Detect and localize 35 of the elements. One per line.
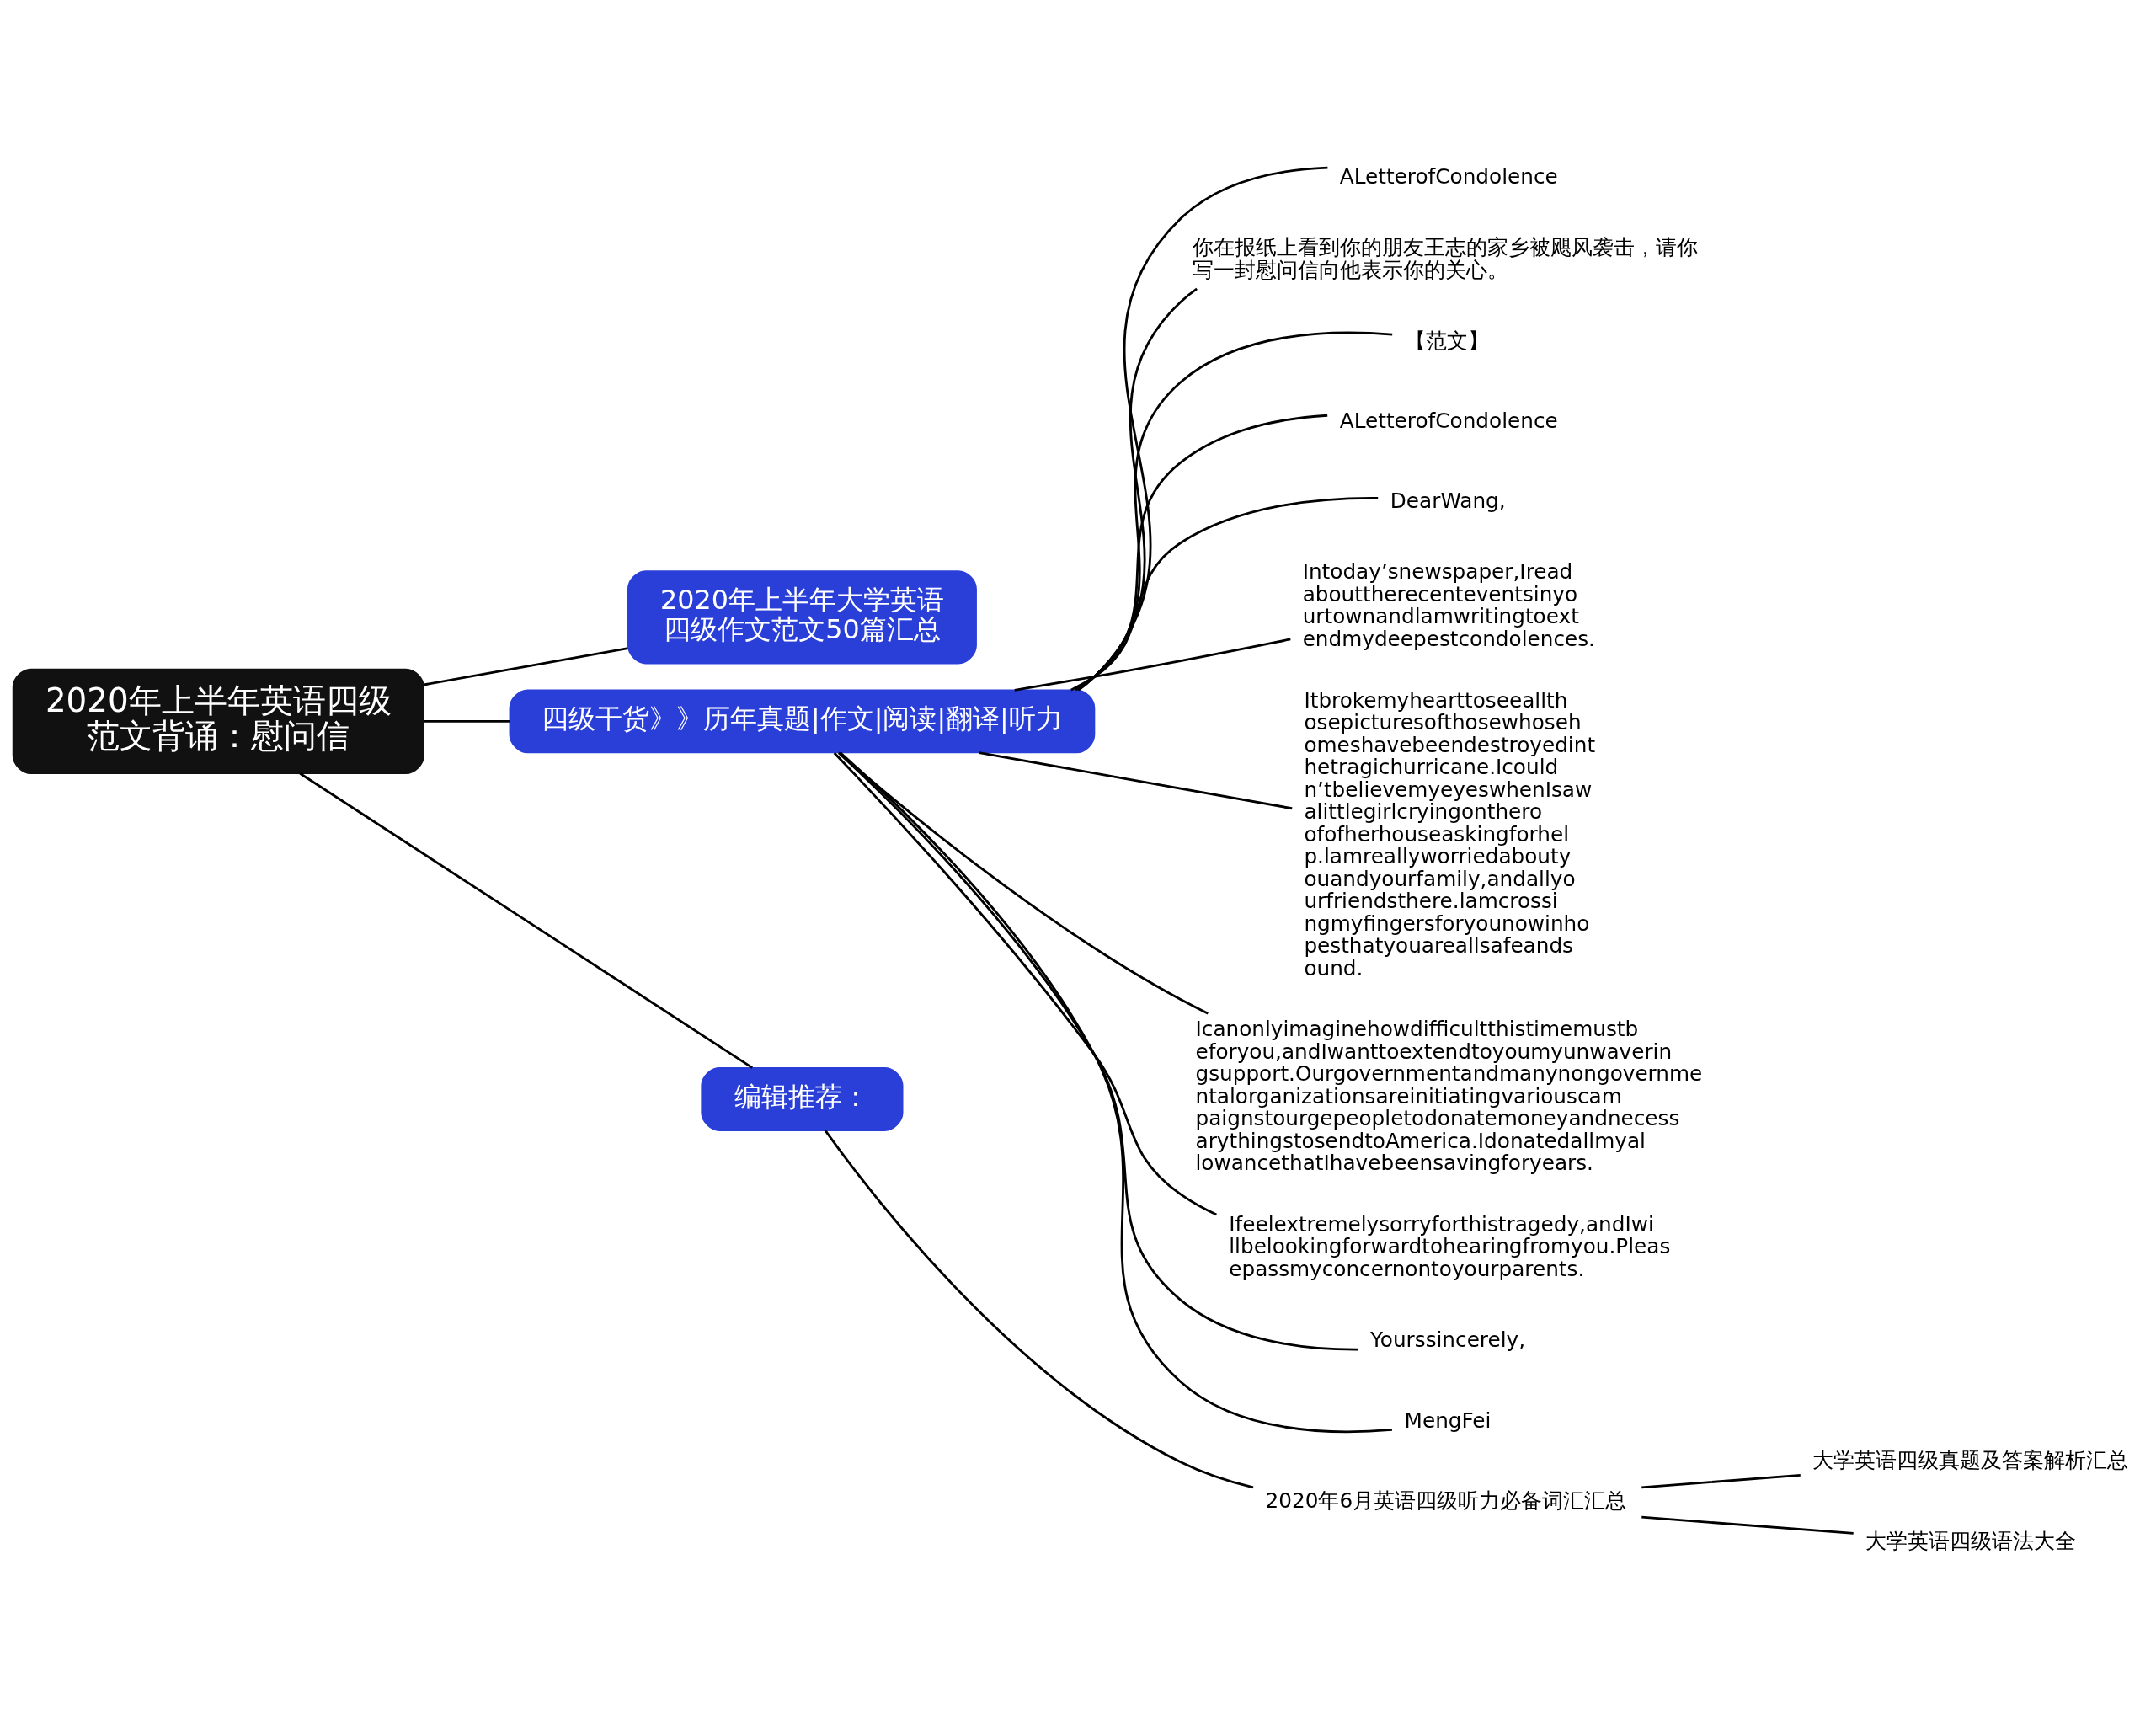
node-text: Intoday’snewspaper,Ireadabouttherecenteventsinyourtownandlamwritingtoextendmydeepestcondolences. bbox=[1302, 558, 1595, 651]
connector bbox=[1641, 1515, 1854, 1535]
node-text: DearWang, bbox=[1390, 488, 1506, 513]
node-text: Itbrokemyhearttoseeallthosepicturesofthosewhosehomeshavebeendestroyedinthetragichurricane.Icouldn’tbelievemyeyeswhenIsawalittlegirlcryingontheroofofherhouseaskingforhelp.lamreallyworriedaboutyouandyourfamily,andallyourfriendsthere.lamcrossingmyfingersforyounowinhopesthatyouareallsafeandsound. bbox=[1304, 687, 1596, 980]
node-text: 大学英语四级语法大全 bbox=[1865, 1528, 2077, 1553]
connector bbox=[979, 750, 1293, 809]
connector bbox=[1075, 414, 1328, 691]
connector bbox=[1070, 496, 1379, 691]
node-text: ALetterofCondolence bbox=[1339, 408, 1558, 433]
node-box: 四级干货》》历年真题|作文|阅读|翻译|听力 bbox=[509, 688, 1096, 753]
connector bbox=[1077, 166, 1328, 691]
node-text: MengFei bbox=[1404, 1408, 1492, 1433]
connector bbox=[1077, 287, 1198, 691]
node-text: Icanonlyimaginehowdifficultthistimemustbeforyou,andIwanttoextendtoyoumyunwaveringsupport.OurgovernmentandmanynongovernmentalorganizationsareinitiatingvariouscampaignstourgepeopletodonatemoneyandnecessarythingstosendtoAmerica.IdonatedallmyallowancethatIhavebeensavingforyears. bbox=[1195, 1016, 1703, 1175]
connector bbox=[833, 751, 1217, 1215]
connector bbox=[1076, 331, 1393, 691]
connector bbox=[299, 772, 753, 1069]
node-text: Yourssincerely, bbox=[1369, 1327, 1526, 1352]
connector bbox=[838, 751, 1358, 1351]
node-box: 2020年上半年大学英语四级作文范文50篇汇总 bbox=[627, 569, 977, 664]
node-text: 【范文】 bbox=[1404, 328, 1489, 353]
node-box: 编辑推荐： bbox=[701, 1066, 904, 1131]
connector bbox=[824, 1129, 1254, 1488]
connector bbox=[1014, 638, 1291, 692]
connector bbox=[839, 751, 1393, 1433]
connector bbox=[424, 719, 510, 723]
connector bbox=[838, 750, 1209, 1014]
node-box: 2020年上半年英语四级范文背诵：慰问信 bbox=[12, 668, 424, 774]
node-text: 大学英语四级真题及答案解析汇总 bbox=[1812, 1447, 2129, 1472]
connector bbox=[1641, 1473, 1801, 1488]
node-text: ALetterofCondolence bbox=[1339, 163, 1558, 189]
node-text: 你在报纸上看到你的朋友王志的家乡被飓风袭击，请你写一封慰问信向他表示你的关心。 bbox=[1192, 234, 1698, 282]
node-text: Ifeelextremelysorryforthistragedy,andIwillbelookingforwardtohearingfromyou.Pleasepassmyconcernontoyourparents. bbox=[1229, 1211, 1671, 1281]
connector bbox=[424, 646, 628, 686]
node-text: 2020年6月英语四级听力必备词汇汇总 bbox=[1265, 1488, 1627, 1513]
